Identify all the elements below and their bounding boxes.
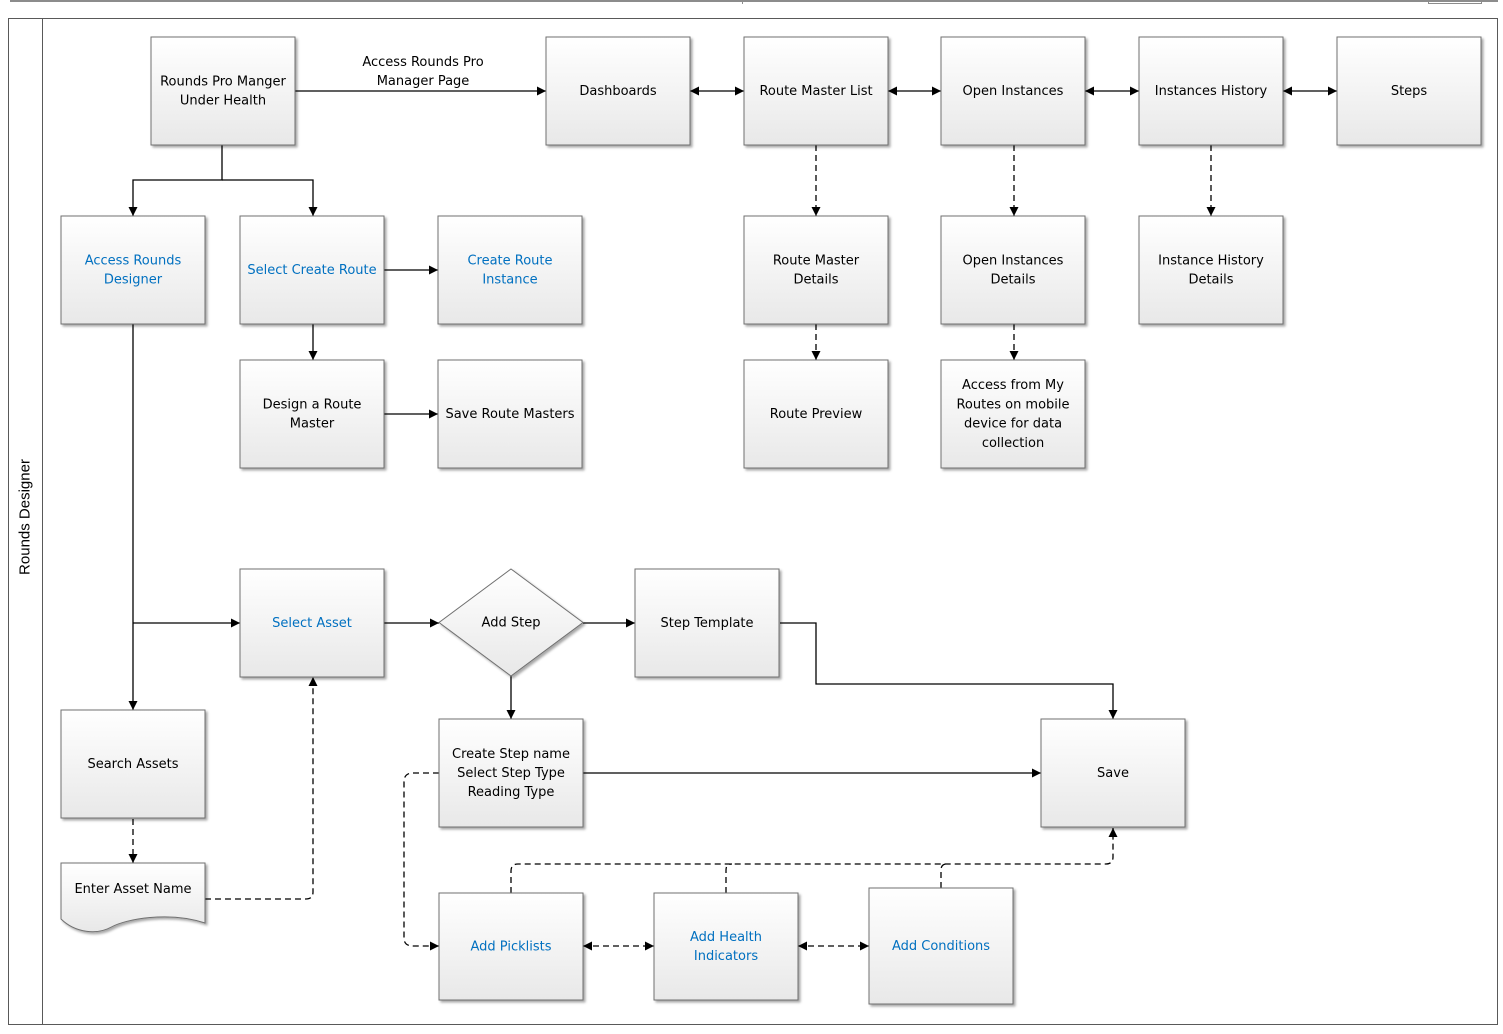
node-label-enter-asset-name: Enter Asset Name [74,882,191,897]
edge-step-template-to-save [780,622,1118,719]
node-shape-search-assets [60,709,206,819]
node-shape-save [1040,718,1186,828]
node-shape-steps [1336,36,1482,146]
edge-create-step-name-to-add-picklists [403,772,439,951]
node-shape-rounds-pro [150,36,296,146]
node-label-save-route-masters: Save Route Masters [445,407,574,422]
node-shape-open-instances [940,36,1086,146]
node-shape-access-rounds-designer [60,215,206,325]
node-shape-open-instances-details [940,215,1086,325]
swimlane-pool [8,18,1498,1025]
node-route-preview: Route Preview [743,359,889,469]
edges [128,86,1337,951]
node-label-save: Save [1097,766,1129,781]
node-save-route-masters: Save Route Masters [437,359,583,469]
node-shape-instances-history [1138,36,1284,146]
edge-enter-asset-name-to-select-asset [205,677,318,900]
edge-add-ons-to-save [510,828,1118,893]
node-dashboards: Dashboards [545,36,691,146]
swimlane-header [8,18,43,1025]
node-route-master-list: Route Master List [743,36,889,146]
node-steps: Steps [1336,36,1482,146]
node-label-search-assets: Search Assets [87,757,178,772]
node-shape-route-master-list [743,36,889,146]
node-shape-add-health-indicators [653,892,799,1001]
node-add-picklists: Add Picklists [438,892,584,1001]
node-open-instances: Open Instances [940,36,1086,146]
edge-rounds-pro-trunk [128,145,223,216]
node-shape-design-route-master [239,359,385,469]
node-shape-step-template [634,568,780,678]
edge-health-indicators-to-save-bus [725,863,733,893]
node-shape-add-step [438,568,584,677]
top-tick [742,0,743,4]
node-instances-history: Instances History [1138,36,1284,146]
node-shape-enter-asset-name [60,862,206,933]
node-label-route-master-list: Route Master List [759,84,872,99]
node-label-select-create-route: Select Create Route [247,263,376,278]
node-step-template: Step Template [634,568,780,678]
node-shape-instance-history-details [1138,215,1284,325]
edge-rounds-pro-to-select-create-route [222,179,318,216]
node-select-create-route: Select Create Route [239,215,385,325]
top-box [1428,0,1482,4]
node-label-select-asset: Select Asset [272,616,352,631]
node-add-conditions: Add Conditions [868,887,1014,1005]
node-select-asset: Select Asset [239,568,385,678]
node-shape-dashboards [545,36,691,146]
node-label-add-picklists: Add Picklists [470,939,551,954]
node-shape-save-route-masters [437,359,583,469]
node-search-assets: Search Assets [60,709,206,819]
node-shape-route-preview [743,359,889,469]
node-shape-add-conditions [868,887,1014,1005]
node-shape-access-from-my-routes [940,359,1086,469]
node-label-add-conditions: Add Conditions [892,939,990,954]
node-label-step-template: Step Template [660,616,753,631]
node-shape-create-route-instance [437,215,583,325]
node-add-step: Add Step [438,568,584,677]
top-rule [10,0,1498,2]
node-save: Save [1040,718,1186,828]
node-label-open-instances: Open Instances [963,84,1064,99]
node-shape-route-master-details [743,215,889,325]
node-label-instances-history: Instances History [1155,84,1268,99]
node-label-route-preview: Route Preview [770,407,863,422]
node-shape-select-asset [239,568,385,678]
node-shape-select-create-route [239,215,385,325]
node-shape-create-step-name [438,718,584,828]
node-label-dashboards: Dashboards [579,84,657,99]
node-enter-asset-name: Enter Asset Name [60,862,206,933]
node-label-steps: Steps [1391,84,1428,99]
edge-conditions-to-save-bus [940,863,948,888]
node-label-add-step: Add Step [482,615,541,630]
node-shape-add-picklists [438,892,584,1001]
